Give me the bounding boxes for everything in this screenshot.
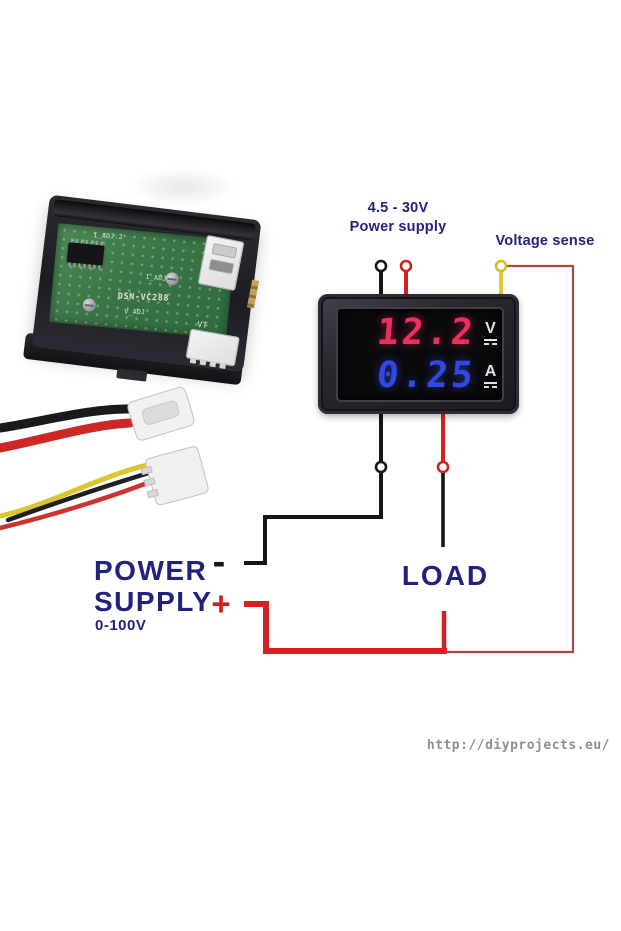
meter-display: 12.2 V 0.25 A: [338, 309, 502, 400]
voltage-unit-letter: V: [485, 320, 496, 338]
power-positive-terminal: [399, 259, 413, 273]
minus-symbol: -: [212, 541, 226, 583]
module-back-photo: I_ADJ.2 I_ADJ DSN-VC288 V_ADJ VT: [22, 194, 262, 386]
panel-meter: 12.2 V 0.25 A: [318, 294, 519, 414]
plus-symbol: +: [211, 585, 231, 622]
yellow-sense-wire-photo: [0, 461, 156, 519]
dc-symbol-icon: [484, 381, 497, 388]
current-unit-letter: A: [484, 362, 497, 380]
trimmer-pot-voltage: [82, 297, 97, 313]
power-supply-word1: POWER: [94, 555, 208, 586]
black-power-wire-photo: [0, 404, 135, 433]
supply-negative-wire: [244, 473, 383, 565]
voltage-row: 12.2 V: [343, 312, 497, 354]
black-sense-wire-photo: [5, 469, 155, 523]
load-label: LOAD: [401, 560, 490, 591]
power-negative-terminal: [374, 259, 388, 273]
connector-plug-2wire: [127, 386, 195, 441]
current-unit: A: [484, 362, 497, 388]
silkscreen-vt: VT: [196, 319, 208, 330]
connector-plug-3wire: [140, 446, 209, 506]
silkscreen-iadj: I_ADJ: [145, 272, 168, 283]
ic-chip: [66, 242, 105, 266]
silkscreen-model: DSN-VC288: [117, 291, 170, 304]
voltage-sense-label: Voltage sense: [495, 233, 595, 249]
power-supply-word2: SUPPLY: [94, 586, 213, 617]
red-power-wire-photo: [0, 418, 135, 453]
voltage-readout: 12.2: [375, 312, 478, 354]
supply-rating-label: 4.5 - 30V: [367, 200, 429, 216]
silkscreen-iadj2: I_ADJ.2: [93, 231, 124, 241]
load-terminal: [436, 460, 450, 474]
current-readout: 0.25: [375, 354, 478, 396]
supply-positive-wire: [244, 601, 447, 654]
voltage-sense-terminal: [494, 259, 508, 273]
supply-caption-label: Power supply: [349, 219, 447, 235]
silkscreen-vadj: V_ADJ: [124, 307, 146, 317]
connector-cables-photo: [0, 386, 209, 530]
power-supply-range: 0-100V: [95, 617, 147, 634]
source-url: http://diyprojects.eu/: [426, 738, 610, 753]
dc-symbol-icon: [484, 339, 497, 346]
voltage-sense-wire: [447, 264, 575, 654]
supply-negative-terminal: [374, 460, 388, 474]
voltage-unit: V: [484, 320, 497, 346]
photo-shadow: [128, 168, 238, 206]
current-row: 0.25 A: [343, 354, 497, 396]
trimmer-pot-current: [165, 271, 180, 286]
red-sense-wire-photo: [0, 477, 158, 530]
